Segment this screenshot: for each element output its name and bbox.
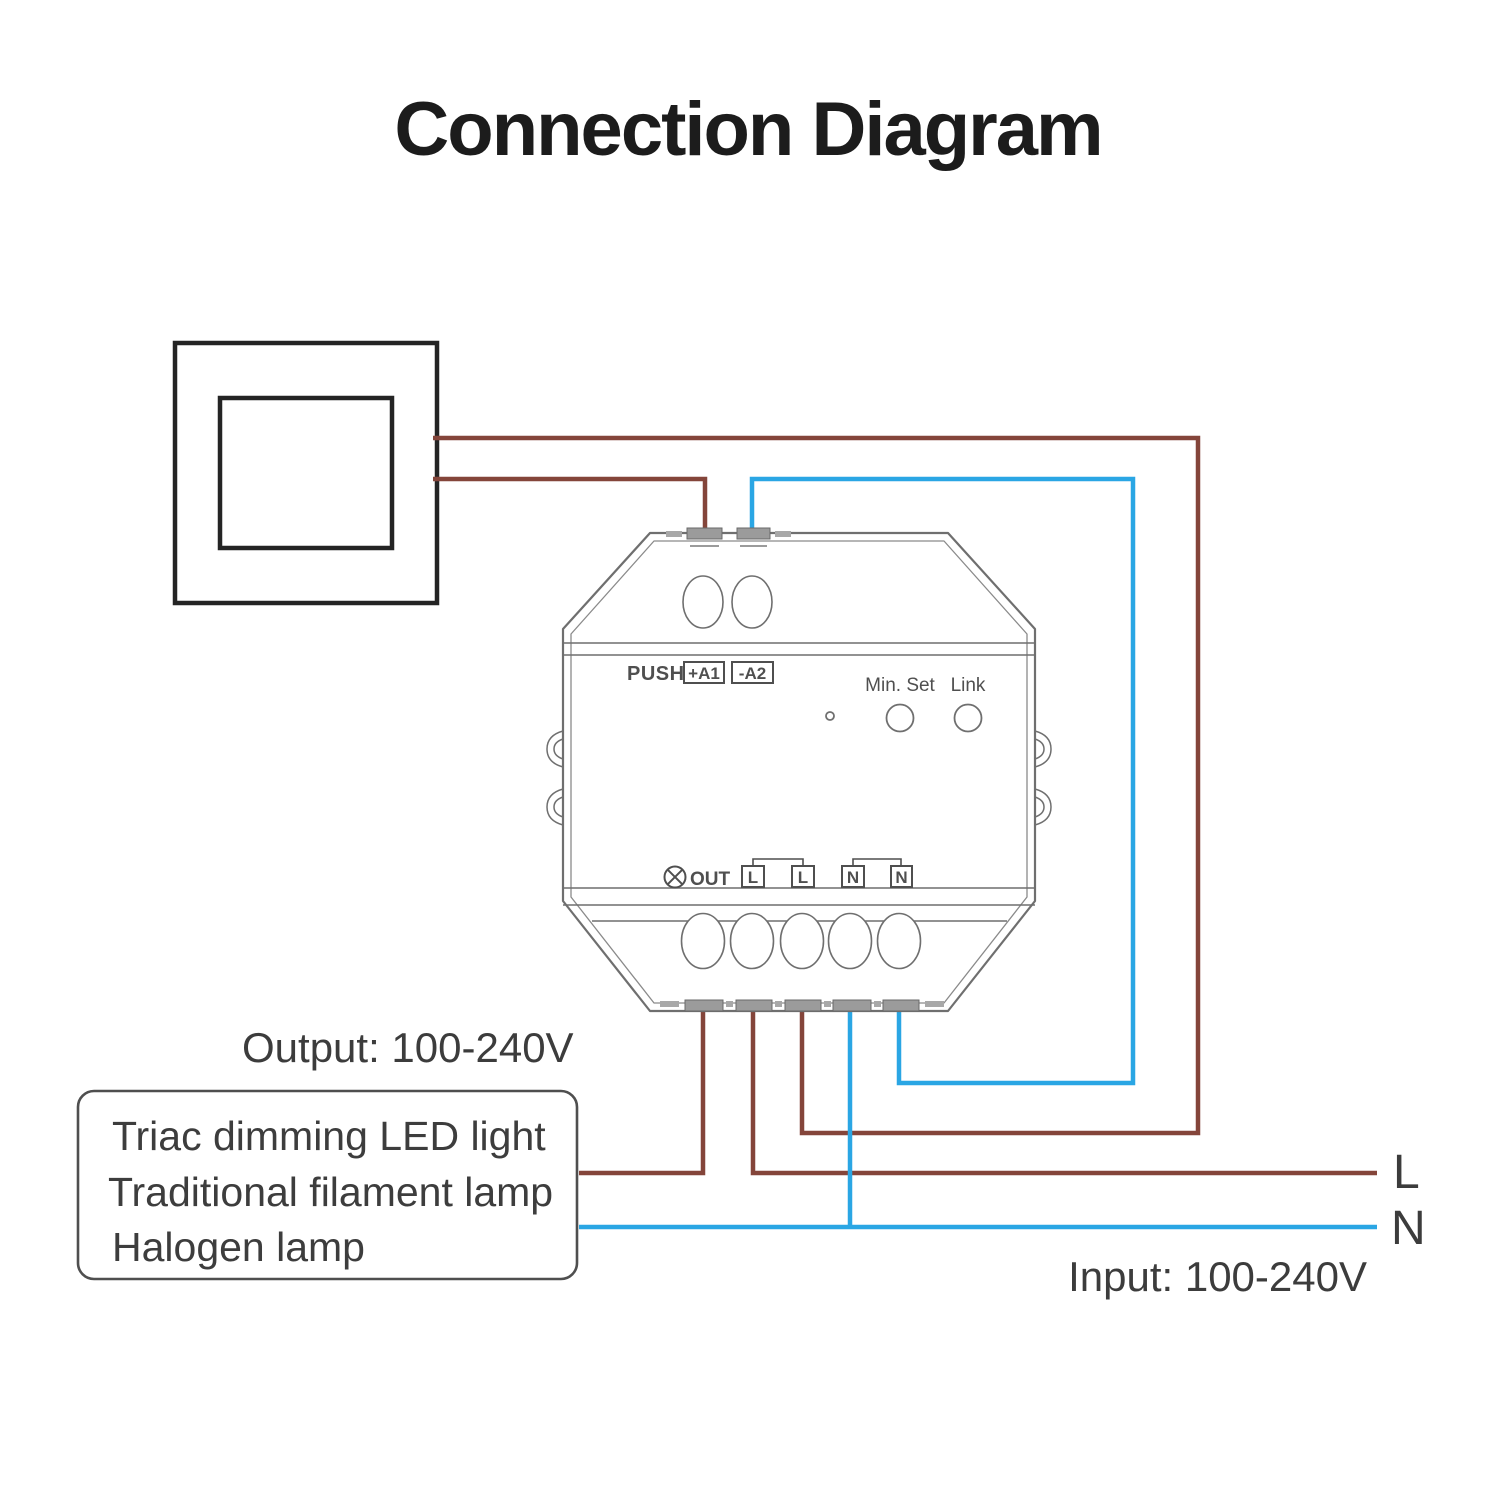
side-clips <box>546 730 1052 826</box>
load-box-outline <box>76 1089 579 1281</box>
n-terminal-bracket <box>852 858 902 866</box>
wall-switch <box>172 340 440 606</box>
bottom-terminal-slot-4 <box>832 999 872 1012</box>
wire-live-switch-to-push-terminal <box>433 476 708 541</box>
top-wire-hole-2 <box>731 575 773 629</box>
page-title: Connection Diagram <box>394 87 1101 172</box>
a2-terminal-label: -A2 <box>739 664 766 683</box>
a1-terminal-label: +A1 <box>688 664 720 683</box>
right-clip-1-inner <box>1034 738 1045 760</box>
load-box: Triac dimming LED light Traditional fila… <box>76 1089 579 1281</box>
load-line-2: Traditional filament lamp <box>108 1169 553 1215</box>
live-wires <box>433 435 1377 1176</box>
bottom-gap-dash-1 <box>726 1001 733 1007</box>
bottom-wire-hole-1 <box>680 912 726 970</box>
min-set-label: Min. Set <box>865 675 935 696</box>
bottom-terminal-slot-5 <box>882 999 920 1012</box>
wire-neutral-loop <box>749 476 1136 1086</box>
wire-live-switch-loop <box>433 435 1201 1136</box>
dimmer-device: PUSH +A1 -A2 Min. Set Link OUT L L N N <box>546 527 1052 1013</box>
right-clip-1 <box>1034 730 1052 768</box>
bottom-wire-hole-5 <box>876 912 922 970</box>
lamp-out-symbol <box>663 865 687 889</box>
neutral-line-label: N <box>1391 1202 1426 1255</box>
l-terminal-label-1: L <box>748 868 758 887</box>
bottom-gap-dash-3 <box>824 1001 831 1007</box>
bottom-gap-dash-4 <box>874 1001 881 1007</box>
bottom-wire-hole-2 <box>729 912 775 970</box>
left-clip-1-inner <box>553 738 564 760</box>
top-wire-hole-1 <box>682 575 724 629</box>
bottom-gap-dash-2 <box>775 1001 782 1007</box>
left-clip-2 <box>546 788 564 826</box>
status-led <box>825 711 835 721</box>
lamp-icon <box>663 865 687 889</box>
push-label: PUSH <box>627 663 685 685</box>
right-clip-2 <box>1034 788 1052 826</box>
link-label: Link <box>951 675 986 696</box>
bottom-wire-hole-4 <box>827 912 873 970</box>
right-clip-2-inner <box>1034 796 1045 818</box>
bottom-wire-hole-3 <box>779 912 825 970</box>
wire-live-output-to-lamp <box>579 1005 706 1176</box>
output-voltage-label: Output: 100-240V <box>242 1024 574 1071</box>
n-terminal-label-2: N <box>895 868 907 887</box>
a1-terminal-box <box>683 661 725 684</box>
l-terminal-bracket <box>752 858 804 866</box>
a2-terminal-box <box>731 661 774 684</box>
load-line-3: Halogen lamp <box>112 1224 365 1270</box>
top-terminal-slot-2 <box>736 527 771 540</box>
neutral-wires <box>579 476 1377 1230</box>
live-line-label: L <box>1393 1146 1420 1199</box>
bottom-terminal-slot-2 <box>735 999 773 1012</box>
input-voltage-label: Input: 100-240V <box>1068 1253 1367 1300</box>
top-edge-dash-right <box>775 531 791 537</box>
wall-switch-button <box>217 395 395 551</box>
top-edge-dash-left <box>666 531 682 537</box>
bottom-edge-dash-right <box>925 1001 944 1007</box>
load-line-1: Triac dimming LED light <box>112 1113 546 1159</box>
top-terminal-slot-1 <box>686 527 723 540</box>
bottom-terminal-slot-3 <box>784 999 822 1012</box>
min-set-button <box>885 703 915 733</box>
left-clip-2-inner <box>553 796 564 818</box>
out-label: OUT <box>690 869 731 890</box>
link-button <box>953 703 983 733</box>
device-body <box>561 531 1037 1013</box>
n-terminal-label-1: N <box>847 868 859 887</box>
bottom-edge-dash-left <box>660 1001 679 1007</box>
wire-live-input-line <box>750 1005 1377 1176</box>
l-terminal-label-2: L <box>798 868 808 887</box>
left-clip-1 <box>546 730 564 768</box>
bottom-terminal-slot-1 <box>684 999 724 1012</box>
lamp-icon-cross-2 <box>667 869 683 885</box>
